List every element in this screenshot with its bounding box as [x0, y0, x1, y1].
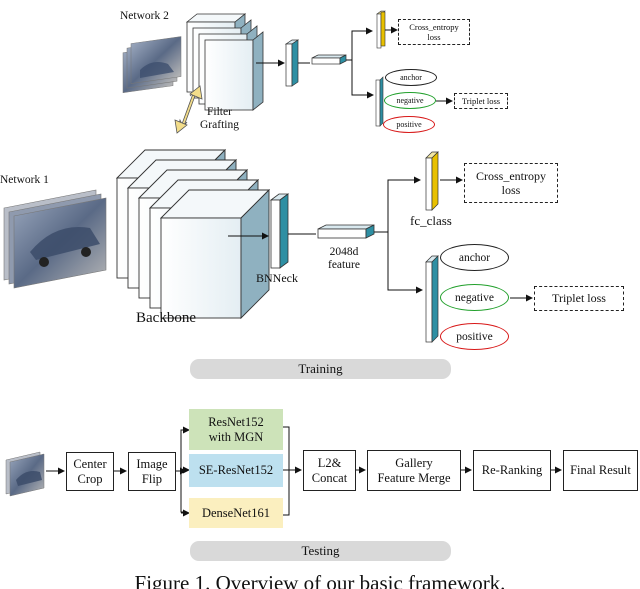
fc-class-small: [376, 10, 386, 49]
center-crop-box: Center Crop: [66, 452, 114, 491]
filter-grafting-label: Filter Grafting: [200, 106, 239, 132]
densenet161-box: DenseNet161: [189, 498, 283, 528]
figure-caption: Figure 1. Overview of our basic framewor…: [134, 571, 506, 589]
positive-ellipse-small: positive: [383, 116, 435, 133]
anchor-ellipse-large: anchor: [440, 244, 509, 271]
backbone-label: Backbone: [136, 310, 196, 326]
feature-label: 2048d feature: [328, 246, 360, 272]
resnet152-mgn-box: ResNet152 with MGN: [189, 409, 283, 450]
network2-label: Network 2: [120, 10, 169, 22]
network1-label: Network 1: [0, 174, 49, 186]
network2-feature-bar: [311, 54, 347, 65]
image-flip-box: Image Flip: [128, 452, 176, 491]
triplet-loss-large: Triplet loss: [534, 286, 624, 311]
negative-ellipse-small: negative: [384, 92, 436, 109]
network2-neck-prism: [284, 39, 300, 87]
bnneck-prism: [269, 193, 290, 269]
se-resnet152-box: SE-ResNet152: [189, 454, 283, 487]
gallery-feature-merge-box: Gallery Feature Merge: [367, 450, 461, 491]
l2-concat-box: L2& Concat: [303, 450, 356, 491]
fc-class-prism: [425, 151, 439, 211]
anchor-ellipse-small: anchor: [385, 69, 437, 86]
bnneck-label: BNNeck: [256, 271, 298, 285]
re-ranking-box: Re-Ranking: [473, 450, 551, 491]
triplet-loss-small: Triplet loss: [454, 93, 508, 109]
cross-entropy-loss-small: Cross_entropy loss: [398, 19, 470, 45]
triplet-bar-large: [425, 255, 439, 343]
filter-grafting-arrow: [174, 85, 203, 134]
testing-section-label: Testing: [190, 541, 451, 561]
network2-photo-stack: [122, 36, 182, 93]
final-result-box: Final Result: [563, 450, 638, 491]
network1-photo-stack: [3, 189, 107, 289]
triplet-bar-small: [375, 76, 384, 127]
test-photo-stack: [5, 451, 45, 497]
network1-backbone-blocks: [115, 148, 271, 320]
feature-bar: [317, 224, 375, 239]
negative-ellipse-large: negative: [440, 284, 509, 311]
network2-backbone-blocks: [185, 13, 264, 111]
fc-class-label: fc_class: [410, 213, 452, 228]
cross-entropy-loss-large: Cross_entropy loss: [464, 163, 558, 203]
training-section-label: Training: [190, 359, 451, 379]
positive-ellipse-large: positive: [440, 323, 509, 350]
